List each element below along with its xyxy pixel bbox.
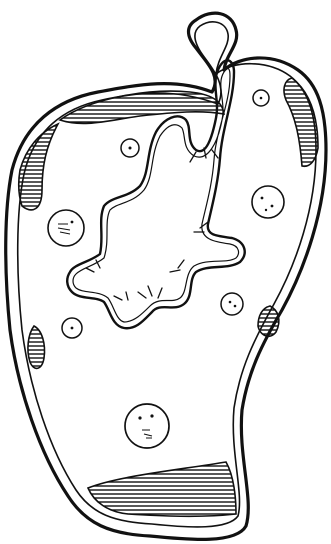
vesicle [121,139,139,157]
vesicle [253,90,269,106]
hatched-knot-left [28,326,45,368]
vesicle [221,293,243,315]
spiny-projections [86,148,218,300]
vesicle [125,404,169,448]
hatched-thickening-right [284,78,318,166]
vesicle [252,186,284,218]
hatched-knot-right [258,306,279,336]
vesicle [48,210,84,246]
vesicle [62,318,82,338]
hatched-thickening-bottom [88,462,236,516]
